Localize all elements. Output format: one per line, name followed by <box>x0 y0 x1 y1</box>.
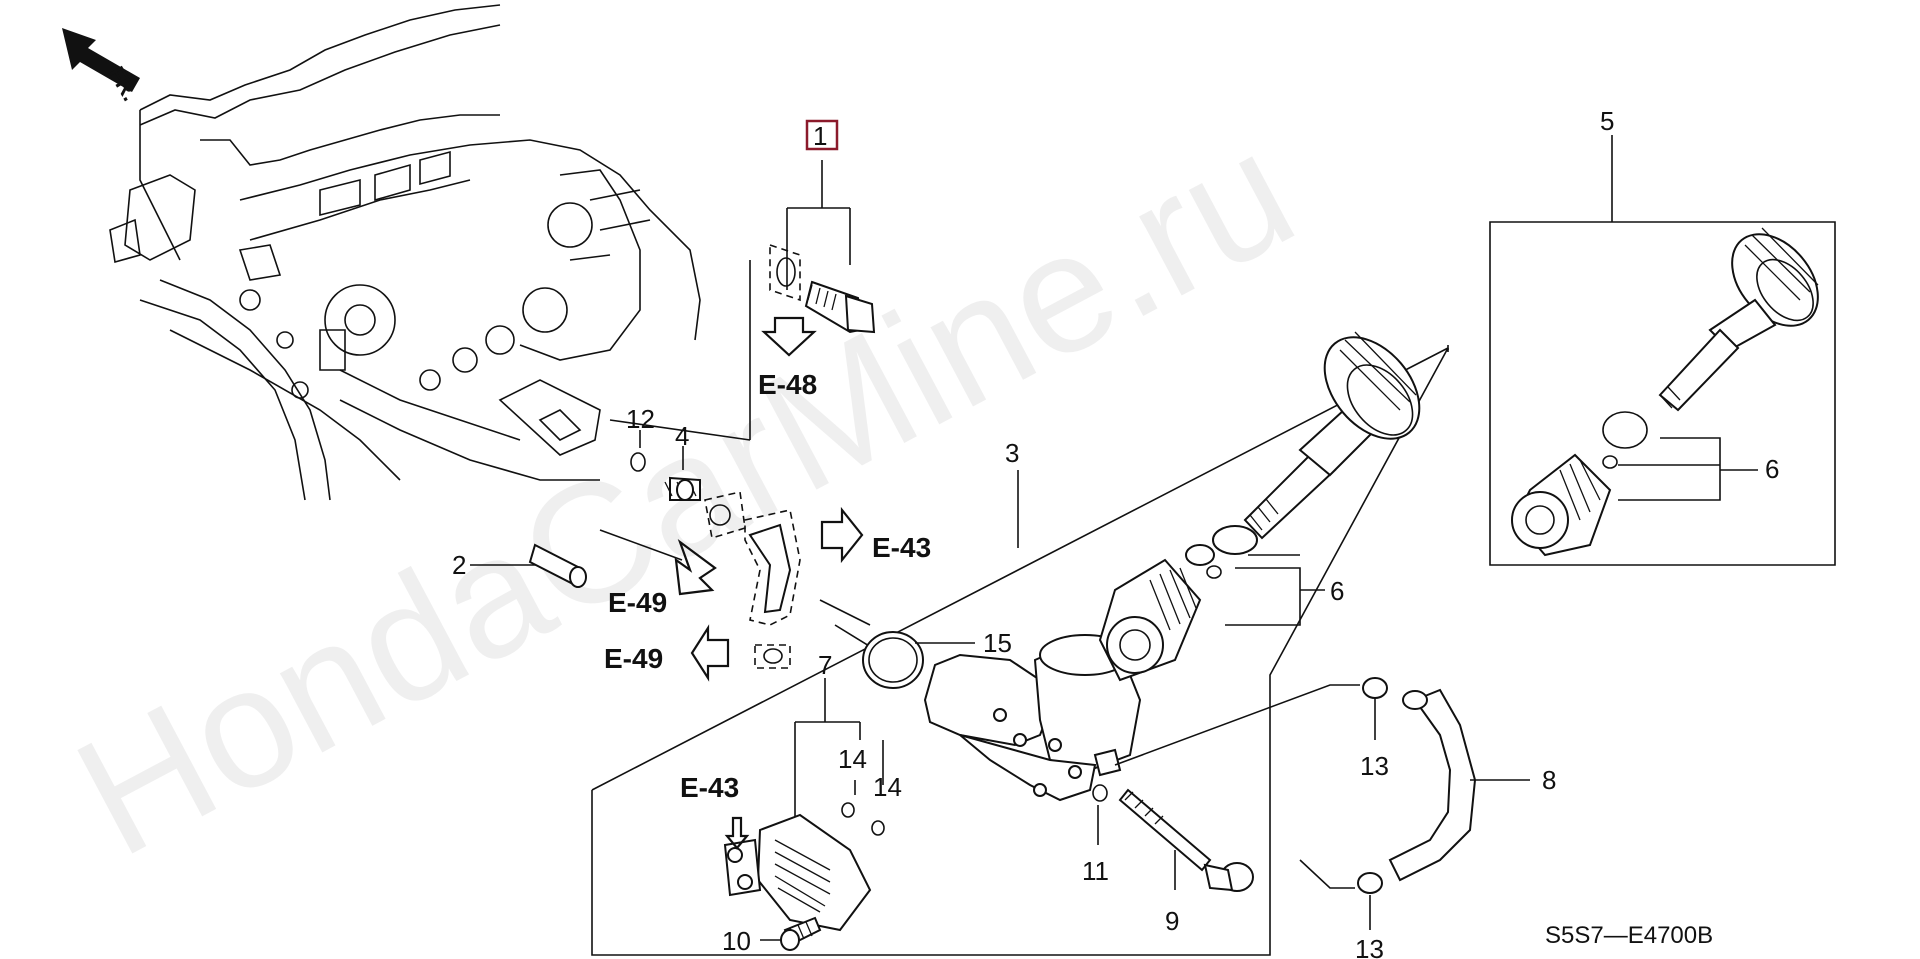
part-13-clamp-lower <box>1299 859 1383 930</box>
callout-1: 1 <box>813 121 827 151</box>
callout-5: 5 <box>1600 106 1614 136</box>
part-7-oil-cooler <box>723 678 872 932</box>
filter-cover <box>1323 331 1421 440</box>
callout-13b: 13 <box>1355 934 1384 959</box>
callout-2: 2 <box>452 550 466 580</box>
callout-15: 15 <box>983 628 1012 658</box>
part-12-o-ring <box>630 430 646 472</box>
group-box-5 <box>1489 135 1836 566</box>
oil-filter-housing <box>923 634 1142 802</box>
part-2-plug <box>470 543 587 588</box>
part-11-o-ring <box>1092 784 1108 845</box>
callout-14a: 14 <box>838 744 867 774</box>
leader-6a <box>1225 554 1301 626</box>
part-6-filter-element <box>1098 525 1258 682</box>
part-13-clamp-upper <box>1114 677 1388 766</box>
ref-e49-b[interactable]: E-49 <box>604 643 663 674</box>
part-8-hose <box>1388 688 1530 882</box>
part-1-oil-pressure-bolt <box>769 119 876 334</box>
ref-arrow-e43-b-icon <box>724 816 750 850</box>
ref-e43-b[interactable]: E-43 <box>680 772 739 803</box>
callout-11: 11 <box>1082 856 1109 886</box>
callout-10: 10 <box>722 926 751 956</box>
part-4-oil-fitting <box>664 446 701 501</box>
part-9-bolt <box>1118 788 1254 892</box>
callout-6b: 6 <box>1765 454 1779 484</box>
callout-3: 3 <box>1005 438 1019 468</box>
ref-e43-a[interactable]: E-43 <box>872 532 931 563</box>
callout-12: 12 <box>626 404 655 434</box>
callout-7: 7 <box>818 650 832 680</box>
ref-arrow-e48-icon <box>761 316 817 357</box>
ref-arrow-e49-b-icon <box>690 624 730 682</box>
part-10-bolt <box>760 916 822 951</box>
callout-8: 8 <box>1542 765 1556 795</box>
ref-arrow-e49-a-icon <box>599 529 717 596</box>
part-14-o-rings <box>841 740 885 836</box>
highlight-box <box>805 119 839 151</box>
ref-e48[interactable]: E-48 <box>758 369 817 400</box>
callout-14b: 14 <box>873 772 902 802</box>
callout-13a: 13 <box>1360 751 1389 781</box>
water-hose <box>744 509 801 669</box>
engine-block-illustration <box>109 4 701 501</box>
front-arrow-icon <box>62 28 140 92</box>
callout-6a: 6 <box>1330 576 1344 606</box>
ref-e49-a[interactable]: E-49 <box>608 587 667 618</box>
ref-arrow-e43-a-icon <box>820 506 864 564</box>
leader-e48 <box>609 260 751 441</box>
diagram-code: S5S7—E4700B <box>1545 922 1713 949</box>
part-15-o-ring <box>862 631 975 689</box>
callout-4: 4 <box>675 421 689 451</box>
callout-9: 9 <box>1165 906 1179 936</box>
